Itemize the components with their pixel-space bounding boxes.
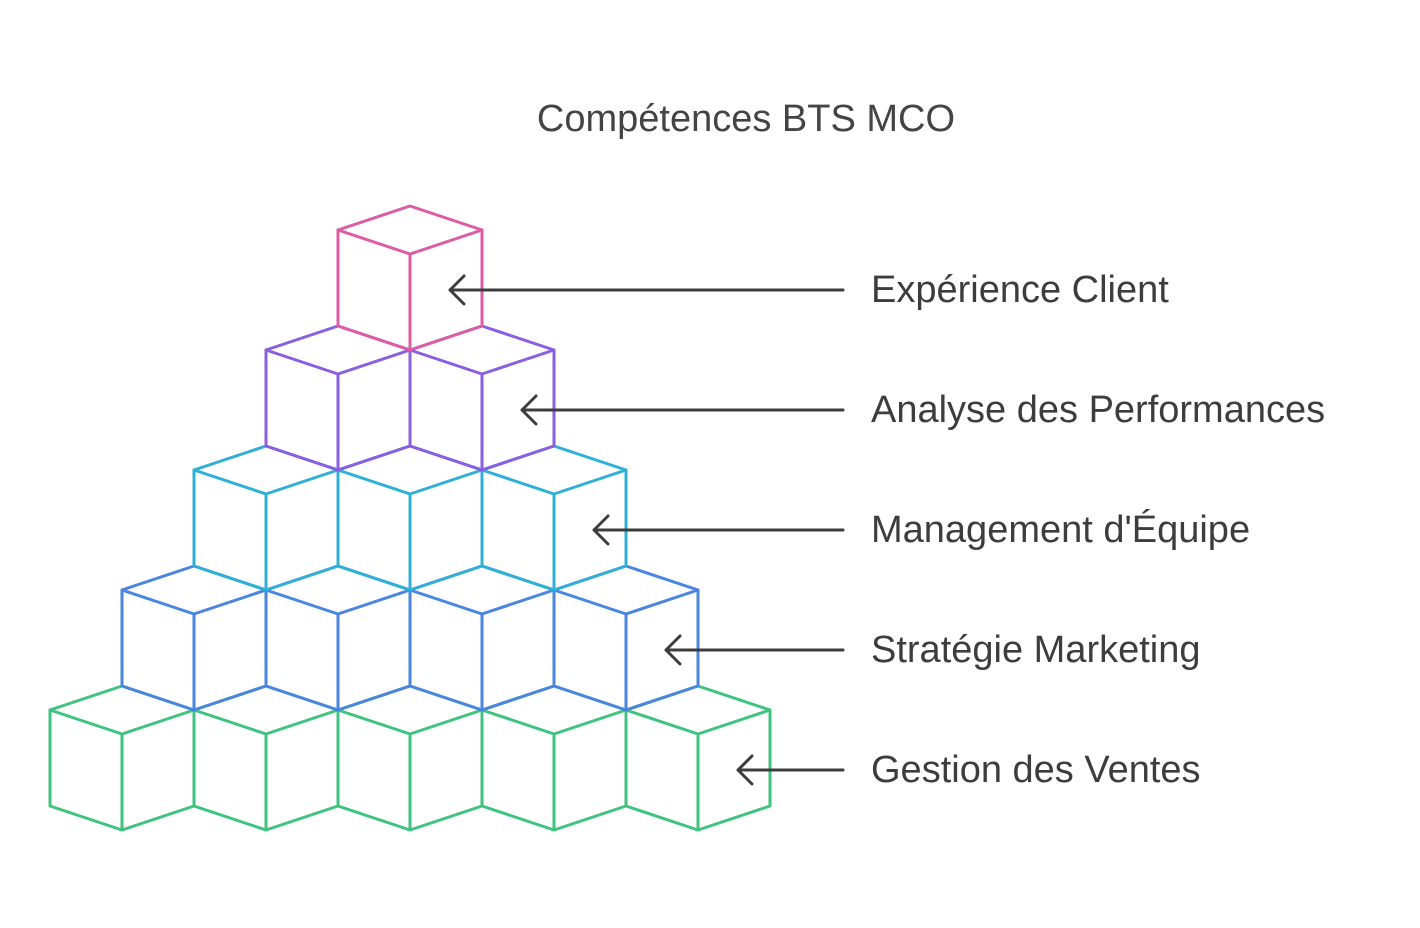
arrow-management-equipe xyxy=(592,514,845,546)
cube-row-management-equipe xyxy=(192,444,628,592)
arrow-strategie-marketing xyxy=(664,634,845,666)
level-label-strategie-marketing: Stratégie Marketing xyxy=(871,629,1201,671)
cube xyxy=(408,564,556,712)
cube xyxy=(192,444,340,592)
cube xyxy=(120,564,268,712)
cube xyxy=(336,684,484,832)
cube xyxy=(264,564,412,712)
arrow-gestion-ventes xyxy=(736,754,845,786)
cube xyxy=(480,684,628,832)
cube-row-experience-client xyxy=(336,204,484,352)
arrow-analyse-performances xyxy=(520,394,845,426)
diagram-title: Compétences BTS MCO xyxy=(536,98,956,140)
level-label-analyse-performances: Analyse des Performances xyxy=(871,389,1326,431)
cube xyxy=(48,684,196,832)
cube xyxy=(336,444,484,592)
arrow-experience-client xyxy=(448,274,845,306)
cube-row-gestion-ventes xyxy=(48,684,772,832)
level-label-management-equipe: Management d'Équipe xyxy=(871,509,1251,551)
level-label-experience-client: Expérience Client xyxy=(871,269,1169,311)
cube xyxy=(192,684,340,832)
cube xyxy=(336,204,484,352)
cube xyxy=(264,324,412,472)
level-label-gestion-ventes: Gestion des Ventes xyxy=(871,749,1201,791)
